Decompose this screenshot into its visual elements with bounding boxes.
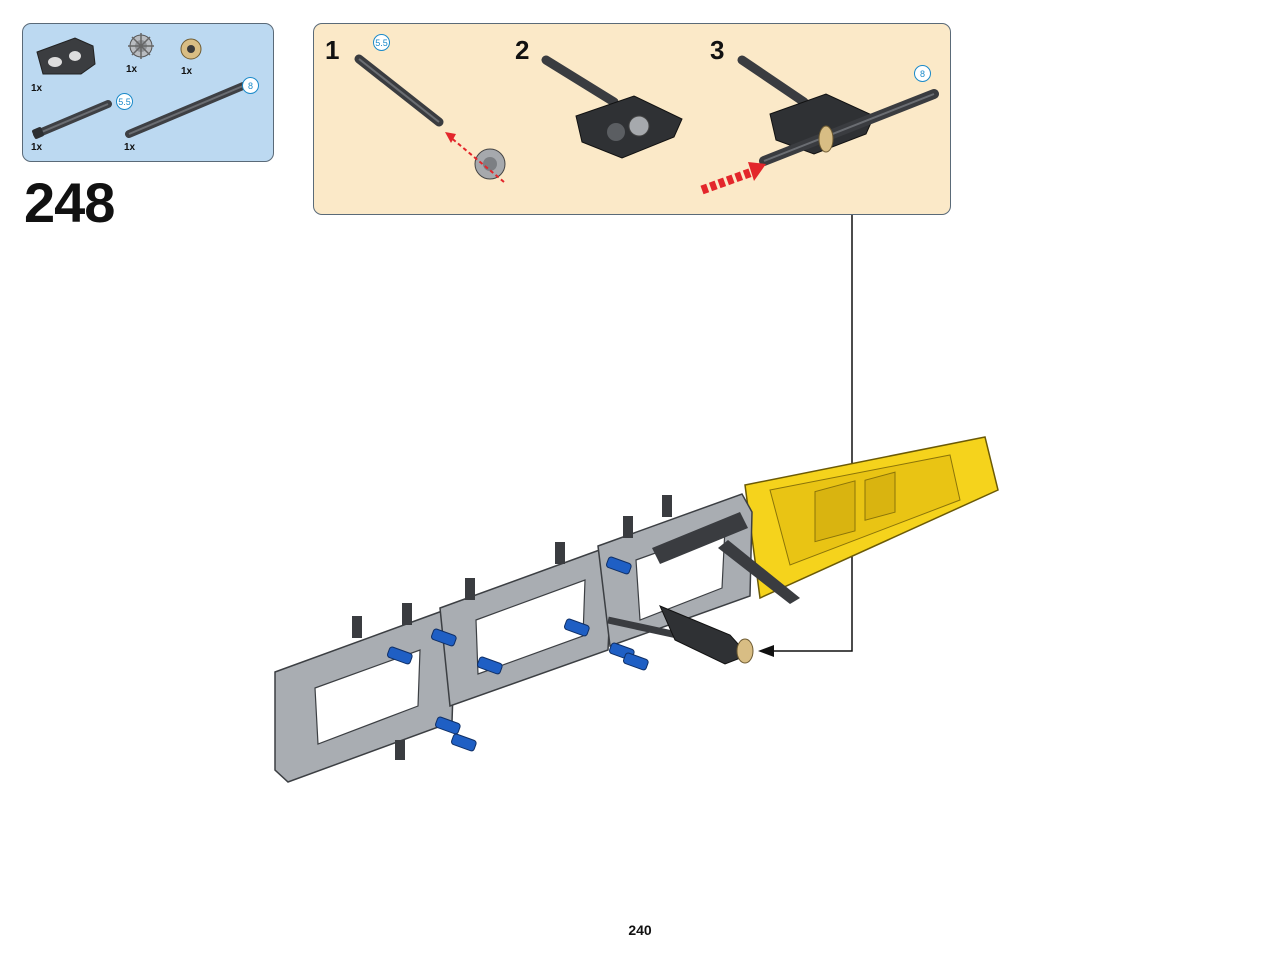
blue-pins [387, 556, 649, 752]
part-qty: 1x [31, 142, 43, 153]
grey-frame [274, 493, 800, 783]
axle-stubs [352, 495, 672, 760]
length-badge: 5.5 [116, 93, 133, 110]
dark-grey-axle-connector-icon [36, 37, 96, 75]
parts-list-art [32, 33, 247, 139]
part-qty: 1x [126, 64, 138, 75]
part-qty: 1x [181, 66, 193, 77]
part-qty: 1x [124, 142, 136, 153]
substep-2-illustration [541, 55, 683, 159]
leader-arrow-icon [758, 645, 774, 657]
substep-number: 1 [325, 35, 340, 65]
length-badge: 8 [242, 77, 259, 94]
light-grey-gear-icon [128, 33, 154, 59]
parts-list: 1x 1x 1x 1x 1x 5.5 8 [22, 23, 274, 162]
tan-gear-icon [180, 38, 202, 60]
substep-3-illustration [700, 55, 939, 195]
page-number: 240 [628, 922, 652, 938]
length-badge: 5.5 [373, 34, 390, 51]
dark-grey-axle-length-8-icon [125, 82, 247, 138]
length-badge: 8 [914, 65, 931, 82]
red-push-arrow-icon [748, 162, 766, 181]
yellow-panel [744, 436, 999, 600]
substep-number: 3 [710, 35, 725, 65]
subassembly-callout: 1 2 3 5.5 8 [313, 23, 951, 215]
red-arrow-icon [445, 132, 456, 143]
dark-grey-axle-length-5-5-icon [32, 100, 112, 139]
substep-number: 2 [515, 35, 530, 65]
part-qty: 1x [31, 83, 43, 94]
substep-1-illustration [354, 54, 506, 183]
callout-art [354, 54, 939, 195]
step-number: 248 [24, 171, 115, 234]
callout-leader-line [758, 215, 853, 657]
